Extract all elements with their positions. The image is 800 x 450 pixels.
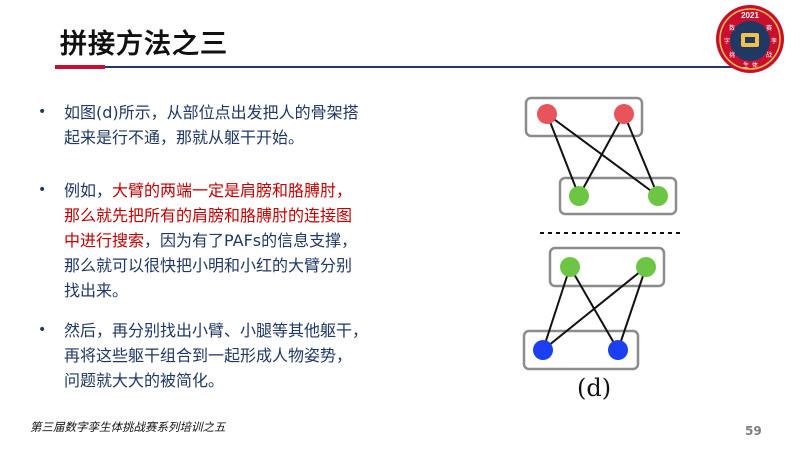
- text-run: 找出来。: [64, 281, 129, 300]
- keypoint-green: [636, 257, 656, 277]
- connection-line: [578, 113, 625, 197]
- logo-char: 挑: [729, 51, 735, 59]
- logo-char: 字: [724, 37, 730, 45]
- text-run: ，因为有了PAFs的信息支撑，: [144, 231, 358, 250]
- text-run-highlight: 中进行搜索: [64, 231, 145, 250]
- slide-title: 拼接方法之三: [60, 29, 228, 60]
- bullet-line: 那么就先把所有的肩膀和胳膊肘的连接图: [64, 203, 459, 228]
- logo-gold-ring: [719, 8, 781, 70]
- keypoint-blue: [533, 340, 553, 360]
- text-run: 问题就大大的被简化。: [64, 371, 225, 390]
- connection-line: [617, 266, 647, 351]
- connection-line: [542, 266, 571, 351]
- connection-line: [546, 113, 580, 197]
- bullet-line: 起来是行不通，那就从躯干开始。: [64, 125, 459, 150]
- keypoint-box: [522, 329, 640, 371]
- bullet-line: 例如，大臂的两端一定是肩膀和胳膊肘，: [64, 178, 459, 203]
- logo-char: 数: [729, 24, 735, 32]
- bullet-marker: •: [38, 322, 47, 338]
- bullet-line: 然后，再分别找出小臂、小腿等其他躯干，: [64, 318, 459, 343]
- logo-char: 孪: [771, 37, 777, 45]
- text-run: 例如，: [64, 181, 113, 200]
- text-run: 如图(d)所示，从部位点出发把人的骨架搭: [64, 103, 359, 122]
- bullet-line: 如图(d)所示，从部位点出发把人的骨架搭: [64, 100, 459, 125]
- bullet-line: 再将这些躯干组合到一起形成人物姿势，: [64, 343, 459, 368]
- bullet-line: 中进行搜索，因为有了PAFs的信息支撑，: [64, 228, 459, 253]
- text-run: 起来是行不通，那就从躯干开始。: [64, 128, 305, 147]
- connection-line: [542, 266, 647, 351]
- bullet-text: 然后，再分别找出小臂、小腿等其他躯干， 再将这些躯干组合到一起形成人物姿势， 问…: [64, 318, 459, 393]
- text-run: 那么就可以很快把小明和小红的大臂分别: [64, 256, 353, 275]
- logo-char: 生: [743, 61, 749, 69]
- bullet-marker: •: [38, 104, 47, 120]
- logo-char: 赛: [766, 24, 772, 32]
- logo-year: 2021: [741, 11, 759, 20]
- keypoint-blue: [608, 340, 628, 360]
- bullet-marker: •: [38, 182, 47, 198]
- bullet-line: 问题就大大的被简化。: [64, 368, 459, 393]
- skeleton-diagram: [522, 96, 682, 371]
- title-underline: [105, 66, 745, 68]
- competition-logo: 2021 数 赛 字 孪 挑 战 生 体: [716, 5, 784, 73]
- logo-char: 体: [752, 61, 758, 69]
- text-run-highlight: 那么就先把所有的肩膀和胳膊肘的连接图: [64, 206, 353, 225]
- keypoint-red: [614, 104, 634, 124]
- bullet-text: 例如，大臂的两端一定是肩膀和胳膊肘， 那么就先把所有的肩膀和胳膊肘的连接图 中进…: [64, 178, 459, 303]
- bullet-text: 如图(d)所示，从部位点出发把人的骨架搭 起来是行不通，那就从躯干开始。: [64, 100, 459, 150]
- text-run: 然后，再分别找出小臂、小腿等其他躯干，: [64, 321, 369, 340]
- bullet-line: 那么就可以很快把小明和小红的大臂分别: [64, 253, 459, 278]
- keypoint-green: [648, 186, 668, 206]
- page-number: 59: [745, 424, 762, 438]
- connection-line: [623, 113, 659, 197]
- logo-char: 战: [766, 51, 772, 59]
- keypoint-red: [537, 104, 557, 124]
- text-run: 再将这些躯干组合到一起形成人物姿势，: [64, 346, 353, 365]
- title-underline-accent: [55, 65, 105, 69]
- bullet-line: 找出来。: [64, 278, 459, 303]
- keypoint-green: [560, 257, 580, 277]
- text-run-highlight: 大臂的两端一定是肩膀和胳膊肘，: [112, 181, 353, 200]
- keypoint-box: [524, 96, 644, 138]
- figure-label: (d): [577, 374, 612, 402]
- logo-emblem-center: [745, 37, 755, 43]
- footer-text: 第三届数字孪生体挑战赛系列培训之五: [30, 420, 226, 434]
- keypoint-green: [569, 186, 589, 206]
